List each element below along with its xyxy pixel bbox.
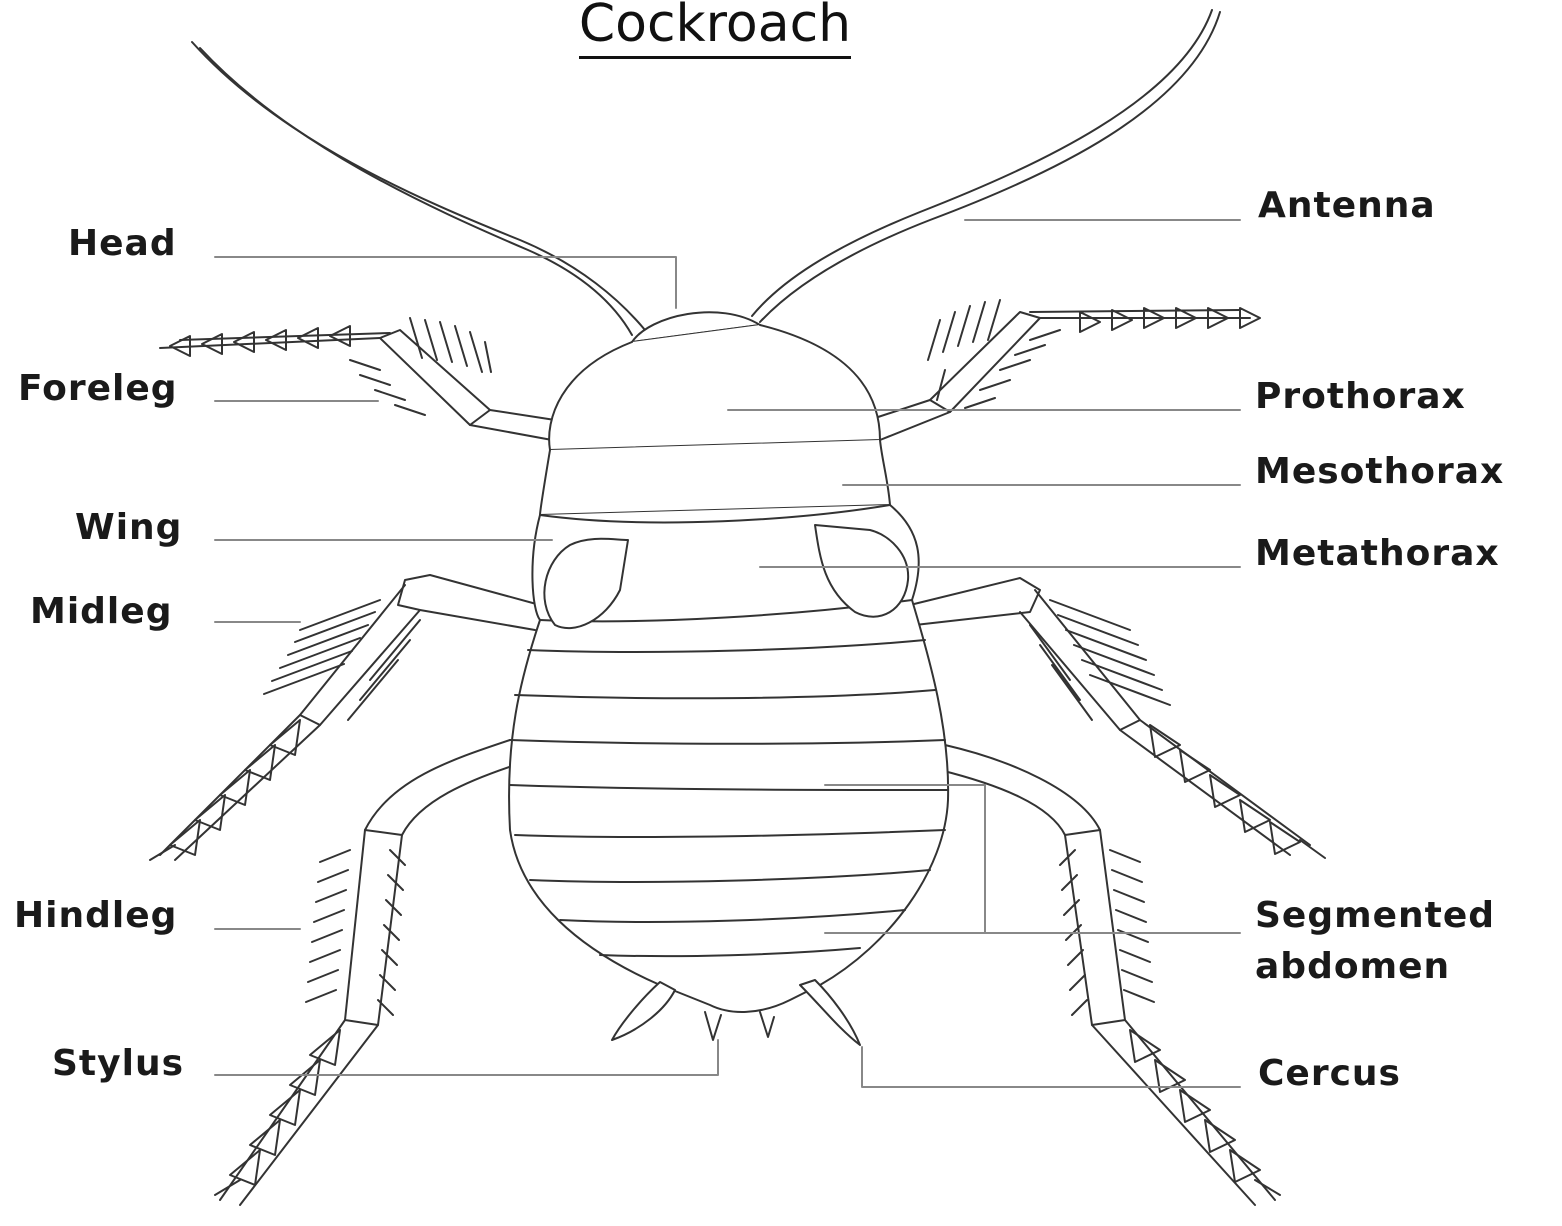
- label-metathorax: Metathorax: [1255, 530, 1500, 578]
- label-prothorax: Prothorax: [1255, 373, 1466, 421]
- leader-head: [215, 257, 676, 308]
- label-head: Head: [68, 220, 177, 268]
- title-text: Cockroach: [579, 0, 851, 59]
- label-mesothorax: Mesothorax: [1255, 448, 1504, 496]
- leader-stylus: [215, 1040, 718, 1075]
- label-segmented-abdomen-line1: Segmented: [1255, 892, 1495, 940]
- label-stylus: Stylus: [52, 1040, 184, 1088]
- diagram-title: Cockroach: [0, 0, 1430, 59]
- label-wing: Wing: [75, 504, 182, 552]
- body: [509, 312, 948, 1012]
- label-segmented-abdomen-line2: abdomen: [1255, 943, 1450, 991]
- label-hindleg: Hindleg: [14, 892, 177, 940]
- label-foreleg: Foreleg: [18, 365, 178, 413]
- label-midleg: Midleg: [30, 588, 172, 636]
- label-antenna: Antenna: [1258, 182, 1436, 230]
- label-cercus: Cercus: [1258, 1050, 1401, 1098]
